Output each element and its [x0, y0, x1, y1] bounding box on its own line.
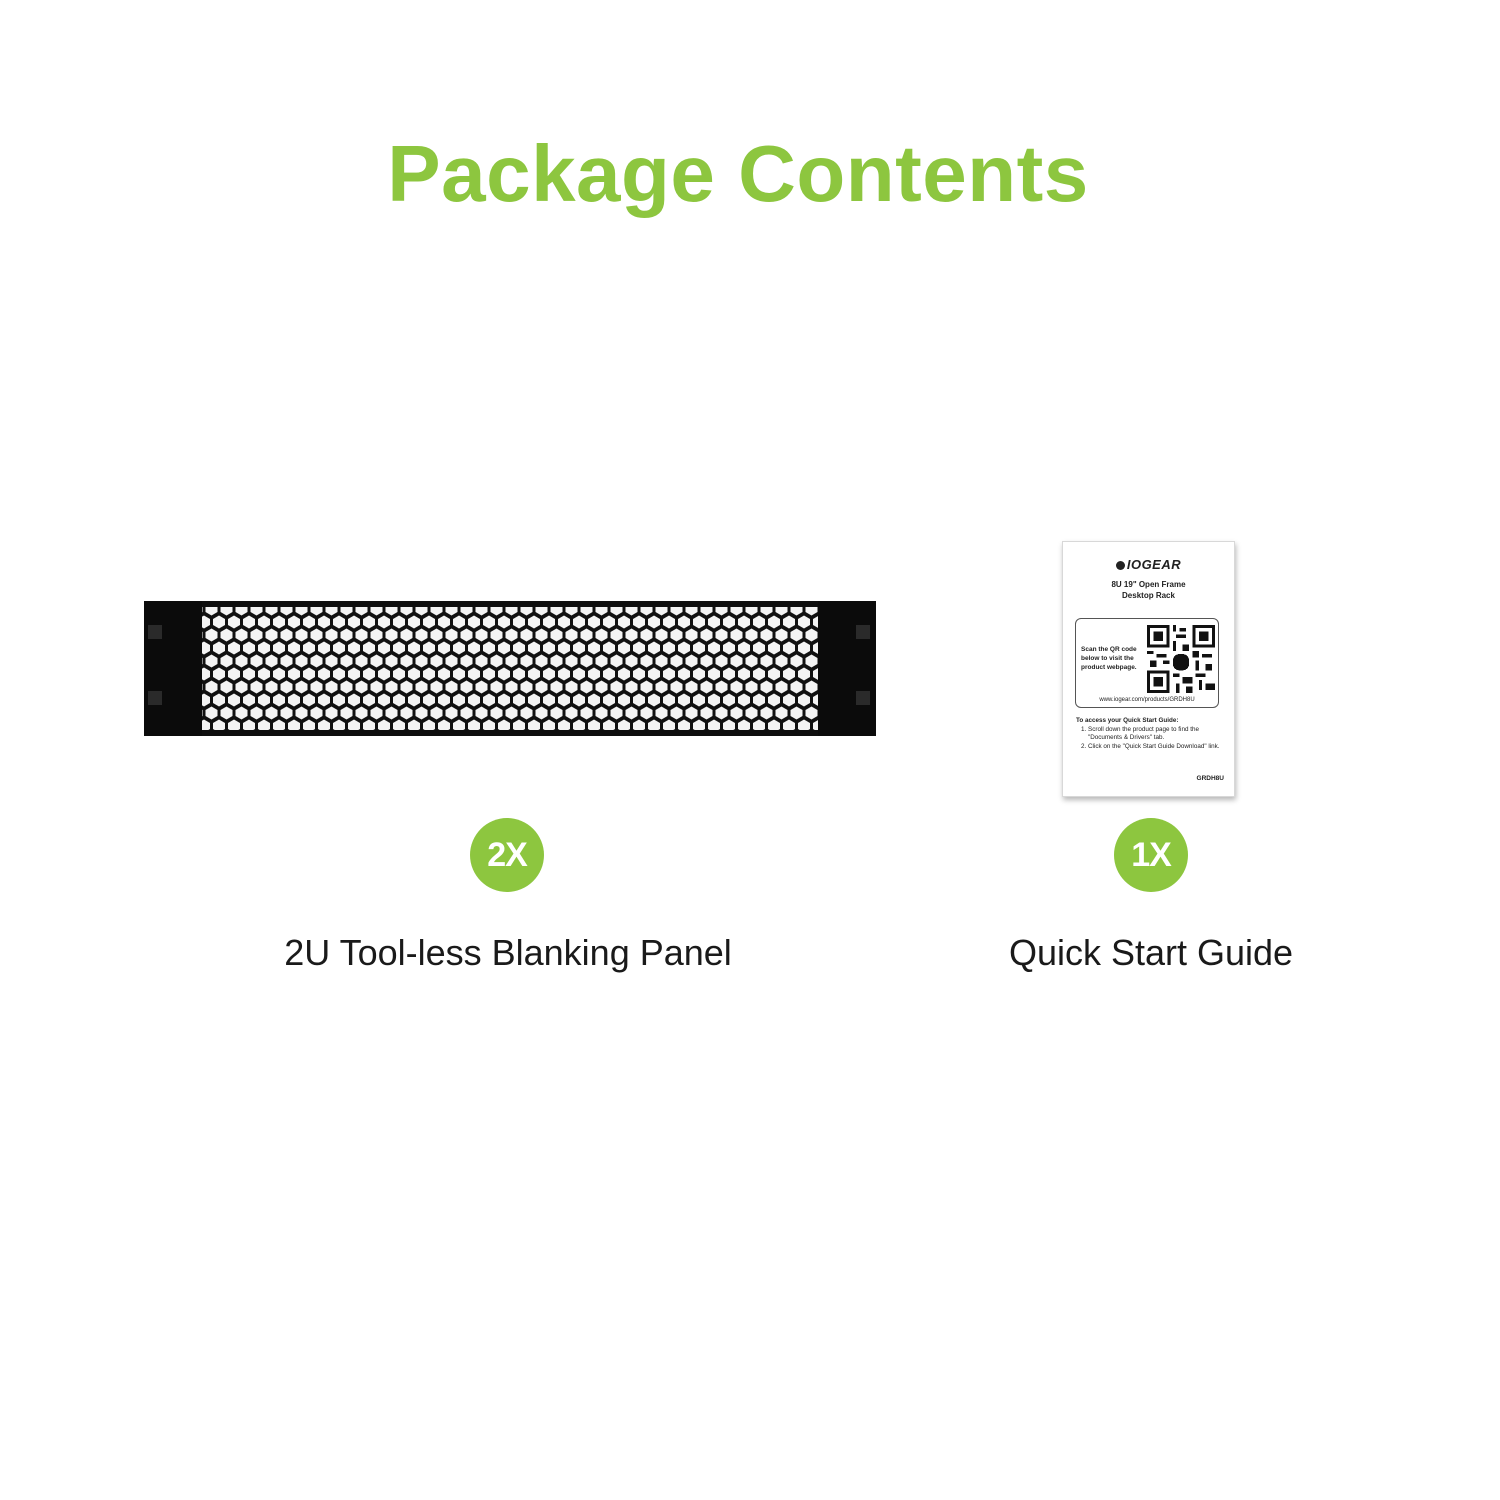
quantity-badge-guide: 1X: [1114, 818, 1188, 892]
page-title: Package Contents: [387, 129, 1089, 218]
qr-box: Scan the QR code below to visit the prod…: [1075, 618, 1219, 708]
vented-blanking-panel-icon: [144, 601, 876, 736]
brand-logo: IOGEAR: [1063, 557, 1234, 572]
blanking-panel-image: [144, 601, 876, 736]
instruction-step: Scroll down the product page to find the…: [1088, 726, 1226, 743]
product-url: www.iogear.com/products/GRDH8U: [1099, 697, 1195, 703]
card-product-name: 8U 19" Open Frame Desktop Rack: [1111, 580, 1186, 600]
instruction-step: Click on the "Quick Start Guide Download…: [1088, 743, 1226, 752]
instructions: To access your Quick Start Guide: Scroll…: [1076, 717, 1226, 751]
item-label-panel: 2U Tool-less Blanking Panel: [284, 932, 732, 973]
qr-code-icon: [1147, 625, 1215, 693]
item-label-guide: Quick Start Guide: [1008, 932, 1294, 973]
quick-start-guide-card-icon: IOGEAR 8U 19" Open Frame Desktop Rack Sc…: [1062, 541, 1235, 797]
quick-start-guide-image: IOGEAR 8U 19" Open Frame Desktop Rack Sc…: [1062, 541, 1235, 797]
model-code: GRDH8U: [1196, 775, 1224, 782]
scan-text: Scan the QR code below to visit the prod…: [1081, 646, 1137, 671]
quantity-badge-panel: 2X: [470, 818, 544, 892]
